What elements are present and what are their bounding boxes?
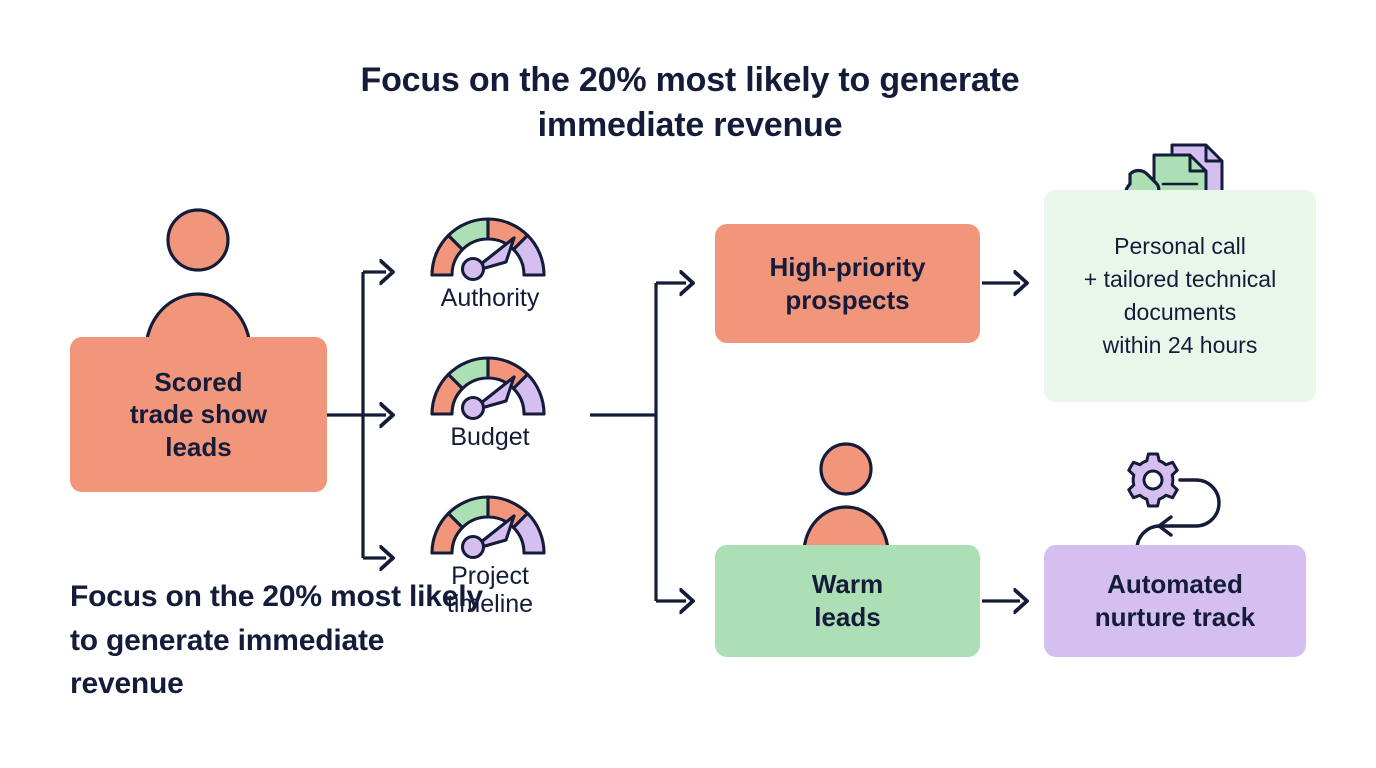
gauge-needle: [469, 514, 516, 552]
gauge-segment-1: [430, 372, 465, 416]
gauge-segment-2: [446, 217, 490, 252]
node-label: Personal call + tailored technical docum…: [1083, 233, 1277, 358]
gauge-segment-4: [511, 511, 546, 555]
gauge-icon: [430, 495, 546, 560]
gauge-segment-3: [486, 217, 530, 252]
node-high-priority-prospects[interactable]: High-priority prospects: [715, 224, 980, 343]
connector-criteria-to-segments: [590, 283, 686, 601]
gauge-segment-3: [486, 495, 530, 530]
person-icon: [802, 442, 890, 555]
page-title: Focus on the 20% most likely to generate…: [360, 61, 1020, 144]
gauge-segment-4: [511, 372, 546, 416]
gauge-label-project-timeline: Project timeline: [446, 562, 534, 618]
node-warm-leads[interactable]: Warm leads: [715, 545, 980, 657]
gauge-segment-2: [446, 356, 490, 391]
person-icon: [144, 208, 252, 352]
gauge-label-authority: Authority: [440, 284, 540, 312]
document-back-fold-icon: [1204, 145, 1222, 163]
node-label: Warm leads: [811, 569, 884, 632]
node-automated-nurture-track[interactable]: Automated nurture track: [1044, 545, 1306, 657]
node-label: Scored trade show leads: [129, 366, 268, 462]
gauge-hub: [460, 256, 486, 282]
gear-icon: [1127, 452, 1179, 508]
gauge-hub: [460, 395, 486, 421]
gear-body-icon: [1127, 452, 1179, 508]
automation-path-upper: [1158, 478, 1221, 528]
gear-center-icon: [1142, 469, 1164, 491]
automation-arrow-left: [1157, 515, 1173, 537]
node-label: High-priority prospects: [769, 251, 926, 315]
gauge-needle-edge: [469, 375, 516, 413]
person-head-icon: [166, 208, 230, 272]
gauge-segment-1: [430, 233, 465, 277]
person-head-icon: [819, 442, 873, 496]
node-scored-trade-show-leads[interactable]: Scored trade show leads: [70, 337, 327, 492]
gauge-needle-edge: [469, 514, 516, 552]
gauge-segment-1: [430, 511, 465, 555]
gauge-segment-4: [511, 233, 546, 277]
gauge-segment-2: [446, 495, 490, 530]
gauge-needle: [469, 236, 516, 274]
node-label: Automated nurture track: [1094, 569, 1256, 632]
gauge-icon: [430, 356, 546, 421]
gauge-hub: [460, 534, 486, 560]
gauge-needle: [469, 375, 516, 413]
gauge-needle-edge: [469, 236, 516, 274]
gauge-label-budget: Budget: [450, 423, 530, 451]
footer-caption: Focus on the 20% most likely to generate…: [70, 580, 483, 700]
gauge-icon: [430, 217, 546, 282]
node-personal-call[interactable]: Personal call + tailored technical docum…: [1044, 190, 1316, 402]
connector-leads-to-criteria: [327, 272, 386, 558]
document-front-fold-icon: [1188, 155, 1206, 173]
gauge-segment-3: [486, 356, 530, 391]
